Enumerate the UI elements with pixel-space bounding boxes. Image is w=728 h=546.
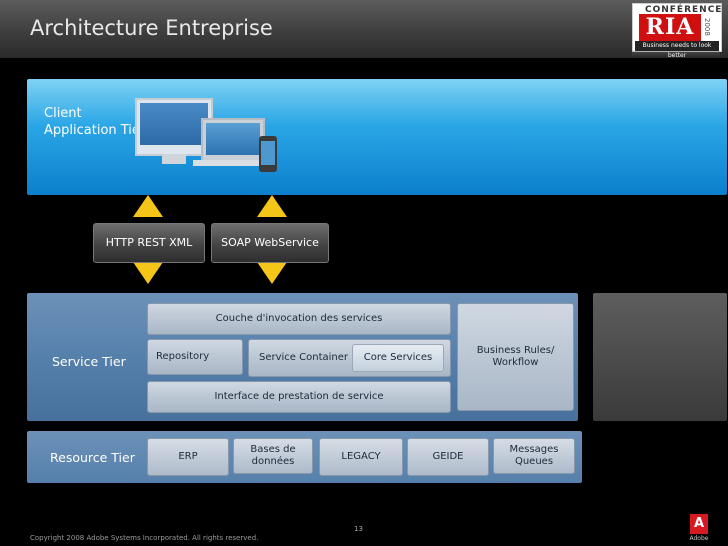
service-delivery-layer: Interface de prestation de service [147, 381, 451, 413]
monitor-stand [162, 154, 186, 164]
client-devices-illustration [135, 98, 295, 183]
logo-tagline: Business needs to look better [635, 41, 719, 59]
repository-box: Repository [147, 339, 243, 375]
resource-tier-label: Resource Tier [50, 450, 135, 465]
service-invocation-layer: Couche d'invocation des services [147, 303, 451, 335]
geide-box: GEIDE [407, 438, 489, 476]
soap-arrow [257, 195, 287, 290]
business-rules-workflow-box: Business Rules/ Workflow [457, 303, 574, 411]
arrow-up-icon [133, 195, 163, 217]
logo-frame: CONFÉRENCE RIA 2008 Business needs to lo… [632, 3, 723, 59]
adobe-mark-icon: A [690, 514, 708, 534]
copyright-footer: Copyright 2008 Adobe Systems Incorporate… [30, 534, 259, 542]
message-queues-box: Messages Queues [493, 438, 575, 474]
core-services-box: Core Services [352, 344, 444, 372]
adobe-wordmark: Adobe [689, 535, 709, 542]
mobile-phone-icon [259, 136, 277, 172]
service-container-label: Service Container [259, 352, 349, 363]
logo-ria-text: RIA [639, 14, 701, 41]
logo-year: 2008 [703, 18, 711, 36]
logo-conference-text: CONFÉRENCE [645, 5, 723, 15]
legacy-box: LEGACY [319, 438, 403, 476]
adobe-logo: A Adobe [688, 514, 710, 544]
client-tier-label: Client Application Tier [44, 106, 146, 138]
page-number: 13 [354, 525, 363, 533]
side-panel [593, 293, 727, 421]
laptop-base [193, 160, 269, 166]
http-rest-xml-label: HTTP REST XML [93, 223, 205, 263]
service-tier-label: Service Tier [52, 354, 126, 369]
laptop-icon [201, 118, 265, 162]
conference-ria-logo: CONFÉRENCE RIA 2008 Business needs to lo… [632, 3, 723, 59]
title-bar: Architecture Entreprise CONFÉRENCE RIA 2… [0, 0, 728, 59]
logo-reflection [632, 51, 720, 57]
arrow-down-icon [133, 262, 163, 284]
databases-box: Bases de données [233, 438, 313, 474]
arrow-up-icon [257, 195, 287, 217]
page-title: Architecture Entreprise [30, 16, 273, 40]
erp-box: ERP [147, 438, 229, 476]
rest-arrow [133, 195, 163, 290]
soap-webservice-label: SOAP WebService [211, 223, 329, 263]
arrow-down-icon [257, 262, 287, 284]
